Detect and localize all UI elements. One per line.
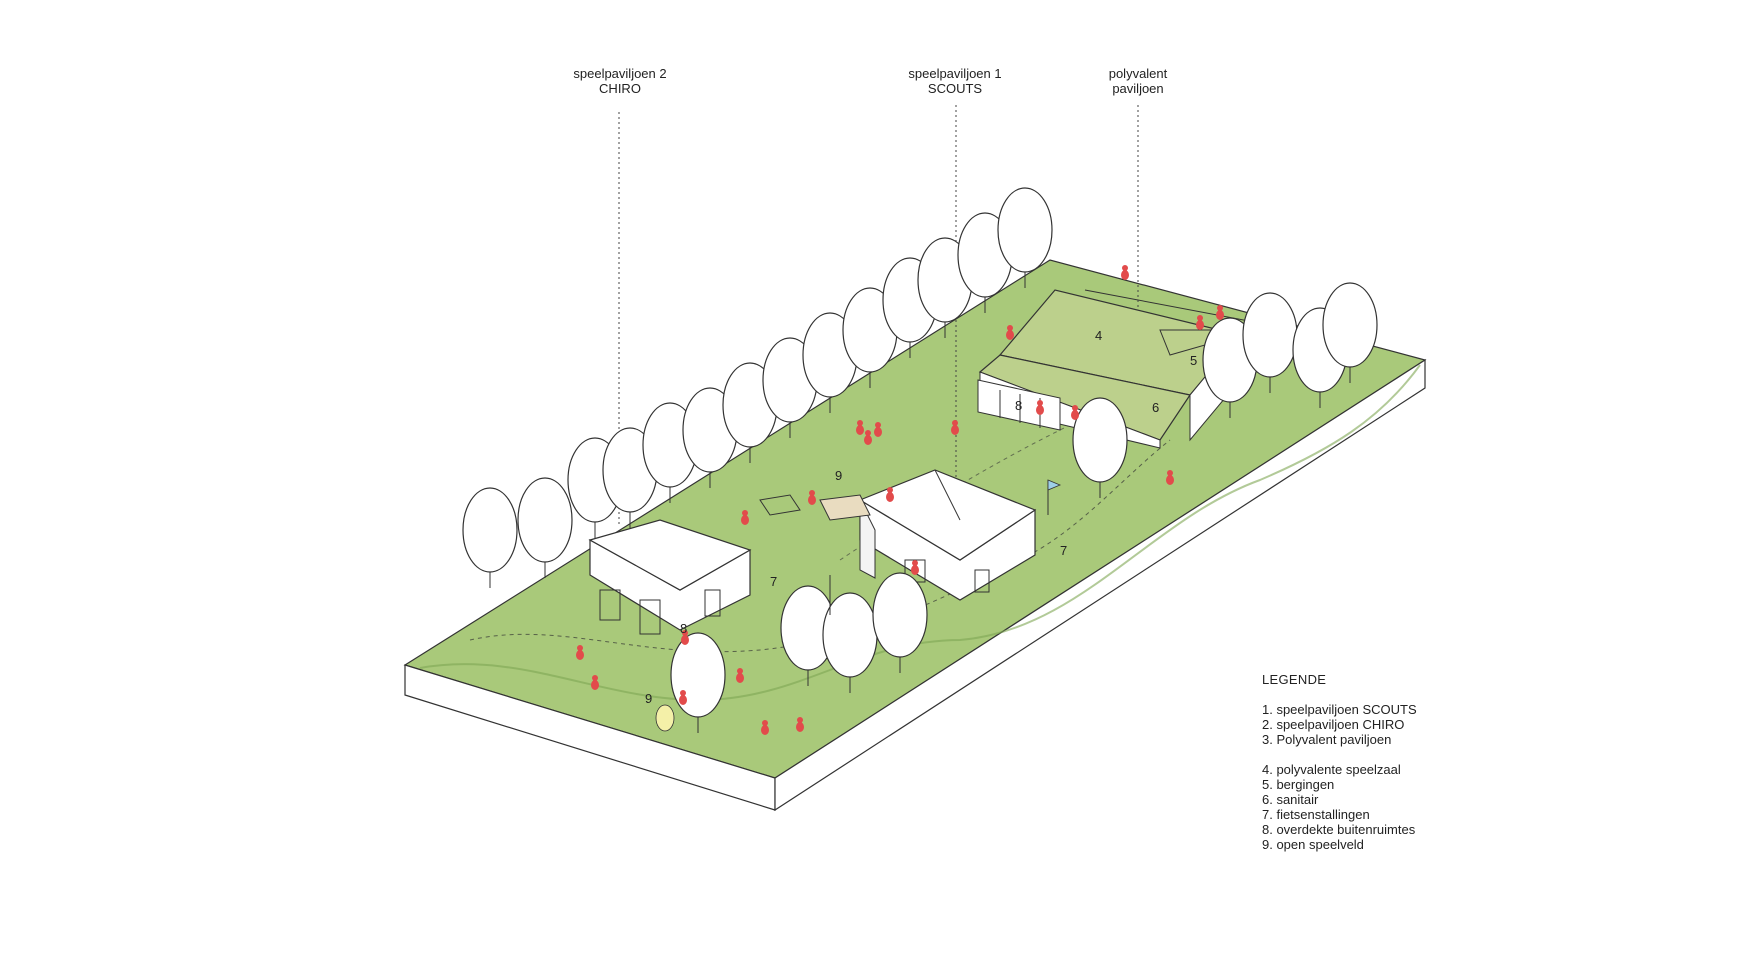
label-9-fire: 9 (645, 691, 652, 706)
label-5: 5 (1190, 353, 1197, 368)
legend-item: 2. speelpaviljoen CHIRO (1262, 717, 1405, 732)
plan-number-labels: 4 5 6 8 8 9 9 7 7 (645, 328, 1197, 706)
label-8-poly: 8 (1015, 398, 1022, 413)
callout-chiro-line1: speelpaviljoen 2 (573, 66, 667, 81)
label-7-scouts: 7 (1060, 543, 1067, 558)
legend-item: 1. speelpaviljoen SCOUTS (1262, 702, 1417, 717)
legend-item: 6. sanitair (1262, 792, 1319, 807)
callout-scouts: speelpaviljoen 1 SCOUTS (895, 66, 1015, 96)
label-6: 6 (1152, 400, 1159, 415)
callout-polyvalent: polyvalent paviljoen (1078, 66, 1198, 96)
label-9-field: 9 (835, 468, 842, 483)
callout-scouts-line2: SCOUTS (927, 81, 983, 96)
legend-spaces: 4. polyvalente speelzaal 5. bergingen 6.… (1262, 762, 1417, 852)
label-4: 4 (1095, 328, 1102, 343)
legend-item: 8. overdekte buitenruimtes (1262, 822, 1416, 837)
play-elements (655, 479, 1062, 732)
legend-item: 4. polyvalente speelzaal (1262, 762, 1401, 777)
legend-item: 3. Polyvalent paviljoen (1262, 732, 1392, 747)
callout-polyvalent-line2: paviljoen (1112, 81, 1164, 96)
label-8-chiro: 8 (680, 621, 687, 636)
access-road (1084, 289, 1271, 326)
callout-chiro: speelpaviljoen 2 CHIRO (560, 66, 680, 96)
label-7-chiro: 7 (770, 574, 777, 589)
scouts-pavilion (858, 469, 1037, 601)
legend: LEGENDE 1. speelpaviljoen SCOUTS 2. spee… (1262, 672, 1417, 867)
chiro-pavilion (588, 519, 752, 635)
callout-polyvalent-line1: polyvalent (1108, 66, 1168, 81)
callout-chiro-line2: CHIRO (599, 81, 641, 96)
legend-item: 5. bergingen (1262, 777, 1335, 792)
legend-title: LEGENDE (1262, 672, 1327, 687)
legend-item: 9. open speelveld (1262, 837, 1364, 852)
callout-scouts-line1: speelpaviljoen 1 (908, 66, 1002, 81)
legend-pavilions: 1. speelpaviljoen SCOUTS 2. speelpaviljo… (1262, 702, 1417, 747)
legend-item: 7. fietsenstallingen (1262, 807, 1370, 822)
